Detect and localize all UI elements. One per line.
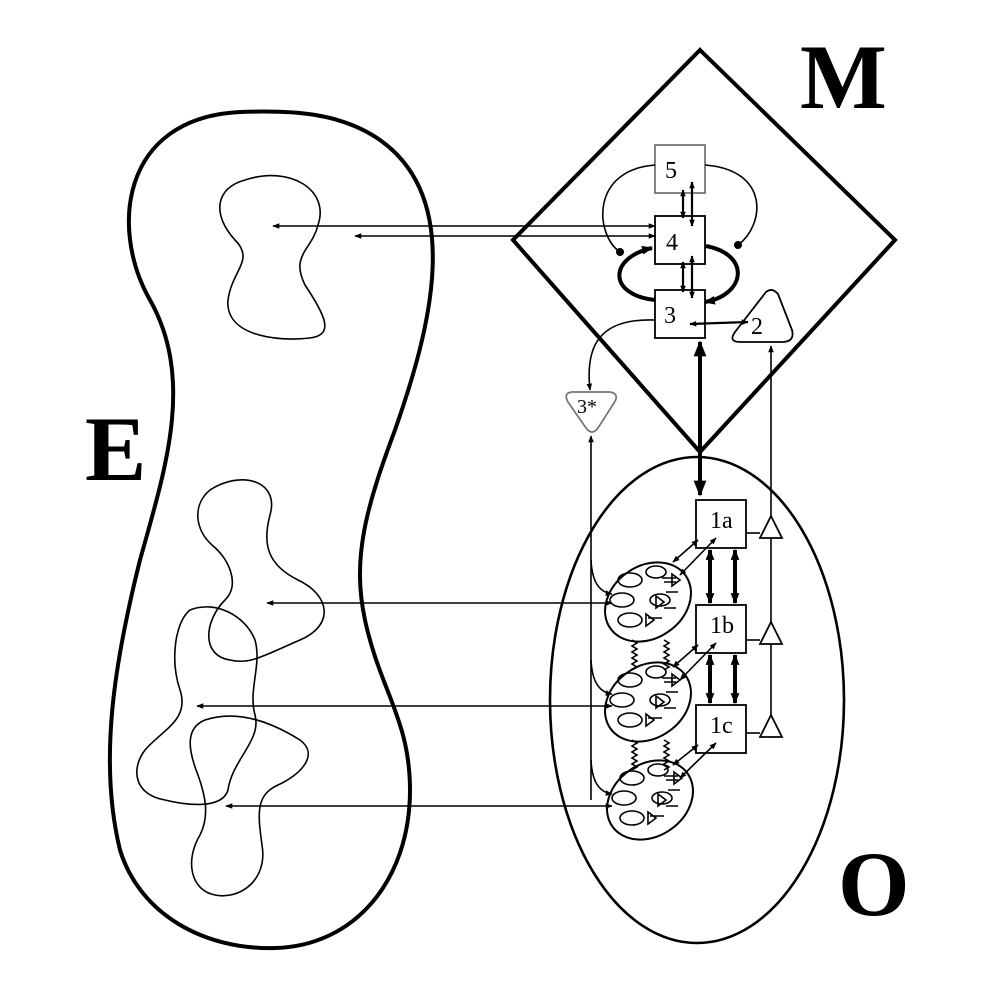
loop-4-to-3-right — [703, 244, 740, 305]
cell-3 — [606, 759, 694, 841]
spring-2-3-left — [630, 739, 639, 771]
loop-5-left — [602, 164, 656, 256]
environment-label: E — [85, 398, 146, 500]
branch-to-cell-3 — [590, 759, 613, 796]
branch-to-cell-2 — [590, 659, 613, 696]
spring-1-2-left — [630, 639, 639, 671]
node-2-label: 2 — [751, 314, 763, 340]
meta-label: M — [800, 26, 887, 128]
node-1b-box[interactable] — [695, 604, 747, 654]
organism-label: O — [838, 833, 910, 935]
arrow-3-2 — [689, 319, 749, 327]
node-4-label: 4 — [666, 230, 678, 256]
node-3star-triangle[interactable] — [565, 391, 618, 433]
cell-2 — [604, 661, 692, 743]
loop-3-to-4-left — [617, 245, 656, 302]
spring-2-3-right — [662, 739, 671, 771]
arrow-1a-cell-1-b — [679, 537, 717, 576]
arrow-1a-cell-1 — [672, 539, 699, 563]
node-1c-label: 1c — [710, 713, 733, 739]
sensor-triangle-1 — [758, 513, 784, 539]
node-1b-label: 1b — [710, 613, 734, 639]
environment-blob-4 — [189, 715, 309, 897]
arrow-1c-cell-3 — [672, 744, 699, 766]
node-5-box[interactable] — [654, 144, 706, 194]
environment-blob-1 — [219, 174, 326, 340]
node-3-box[interactable] — [654, 289, 706, 339]
sensor-triangle-2 — [758, 619, 784, 645]
arrow-3-to-3star — [586, 319, 656, 391]
arrow-1b-cell-2 — [672, 644, 699, 668]
environment-boundary — [107, 109, 435, 951]
arrow-1c-cell-3-b — [679, 742, 717, 779]
arrow-1b-cell-2-b — [679, 642, 717, 681]
node-3-label: 3 — [664, 303, 676, 329]
loop-5-right — [704, 164, 758, 249]
node-4-box[interactable] — [654, 215, 706, 265]
spring-1-2-right — [662, 639, 671, 671]
branch-to-cell-1 — [590, 559, 613, 596]
environment-blob-3 — [136, 606, 258, 806]
environment-blob-2 — [197, 479, 325, 663]
node-3star-label: 3* — [577, 396, 597, 418]
node-5-label: 5 — [665, 158, 677, 184]
node-1a-label: 1a — [710, 508, 733, 534]
node-2-triangle[interactable] — [731, 289, 794, 343]
cell-1 — [604, 561, 692, 643]
sensor-triangle-3 — [758, 712, 784, 738]
